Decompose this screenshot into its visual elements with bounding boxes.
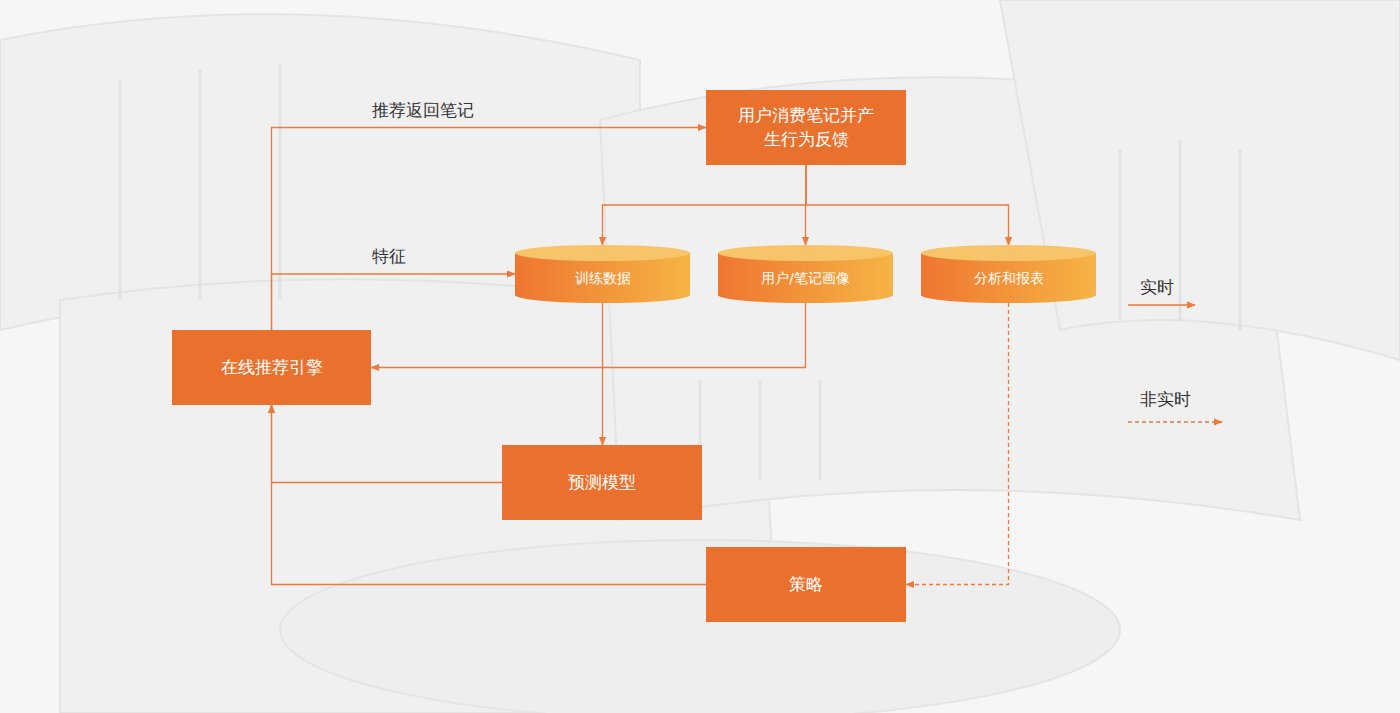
node-text: 用户消费笔记并产生行为反馈 bbox=[736, 104, 876, 152]
node-text: 用户/笔记画像 bbox=[761, 270, 850, 288]
process-box: 预测模型 bbox=[502, 445, 702, 520]
data-store: 训练数据 bbox=[515, 245, 690, 303]
connector bbox=[371, 303, 806, 368]
edge-label: 特征 bbox=[372, 245, 406, 268]
connector bbox=[805, 165, 807, 245]
connector bbox=[602, 303, 603, 445]
connector bbox=[906, 303, 1009, 585]
legend-text: 实时 bbox=[1140, 276, 1174, 299]
process-box: 在线推荐引擎 bbox=[172, 330, 371, 405]
node-text: 预测模型 bbox=[568, 471, 636, 495]
process-box: 策略 bbox=[706, 547, 906, 622]
legend-sample-line bbox=[1128, 304, 1195, 305]
connector bbox=[806, 165, 1009, 245]
connector bbox=[272, 274, 516, 330]
edge-label: 推荐返回笔记 bbox=[372, 99, 474, 122]
legend-text: 非实时 bbox=[1140, 388, 1191, 411]
connector bbox=[272, 405, 503, 483]
legend-sample-line bbox=[1128, 421, 1222, 422]
connector bbox=[272, 405, 707, 585]
node-text: 分析和报表 bbox=[974, 270, 1044, 288]
data-store: 分析和报表 bbox=[921, 245, 1096, 303]
connector bbox=[272, 128, 707, 331]
connector bbox=[603, 165, 807, 245]
node-text: 策略 bbox=[789, 573, 823, 597]
data-store: 用户/笔记画像 bbox=[718, 245, 893, 303]
node-text: 训练数据 bbox=[575, 270, 631, 288]
process-box: 用户消费笔记并产生行为反馈 bbox=[706, 90, 906, 165]
node-text: 在线推荐引擎 bbox=[221, 356, 323, 380]
